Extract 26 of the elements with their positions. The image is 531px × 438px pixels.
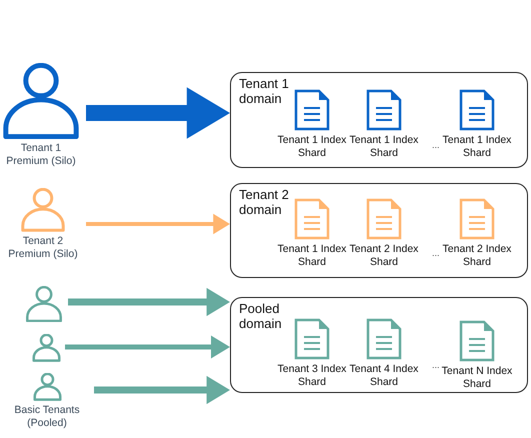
ellipsis-mark: ... [432,360,440,370]
shard-label: Tenant 1 Index Shard [276,134,348,160]
domain-box [230,183,528,278]
shard-label: Tenant 1 Index Shard [348,134,420,160]
tenant-label: Basic Tenants (Pooled) [13,404,81,430]
ellipsis-mark: ... [432,248,440,258]
shard-label: Tenant 3 Index Shard [276,363,348,389]
tenant-label: Tenant 2 Premium (Silo) [7,234,79,261]
shard-label: Tenant 1 Index Shard [276,243,348,269]
domain-title: Pooled domain [239,301,283,331]
arrow [86,87,230,139]
domain-box [230,72,528,168]
shard-label: Tenant 4 Index Shard [348,363,420,389]
shard-label: Tenant 2 Index Shard [442,243,512,269]
tenant-label: Tenant 1 Premium (Silo) [5,142,77,168]
shard-label: Tenant 1 Index Shard [442,134,512,160]
arrow [86,214,230,234]
domain-title: Tenant 1 domain [239,76,290,106]
shard-label: Tenant N Index Shard [440,365,514,391]
domain-title: Tenant 2 domain [239,187,290,217]
ellipsis-mark: ... [432,140,440,150]
arrow [65,336,230,358]
shard-label: Tenant 2 Index Shard [348,243,420,269]
domain-box [230,297,528,393]
arrow [94,376,230,404]
arrow [68,288,230,316]
